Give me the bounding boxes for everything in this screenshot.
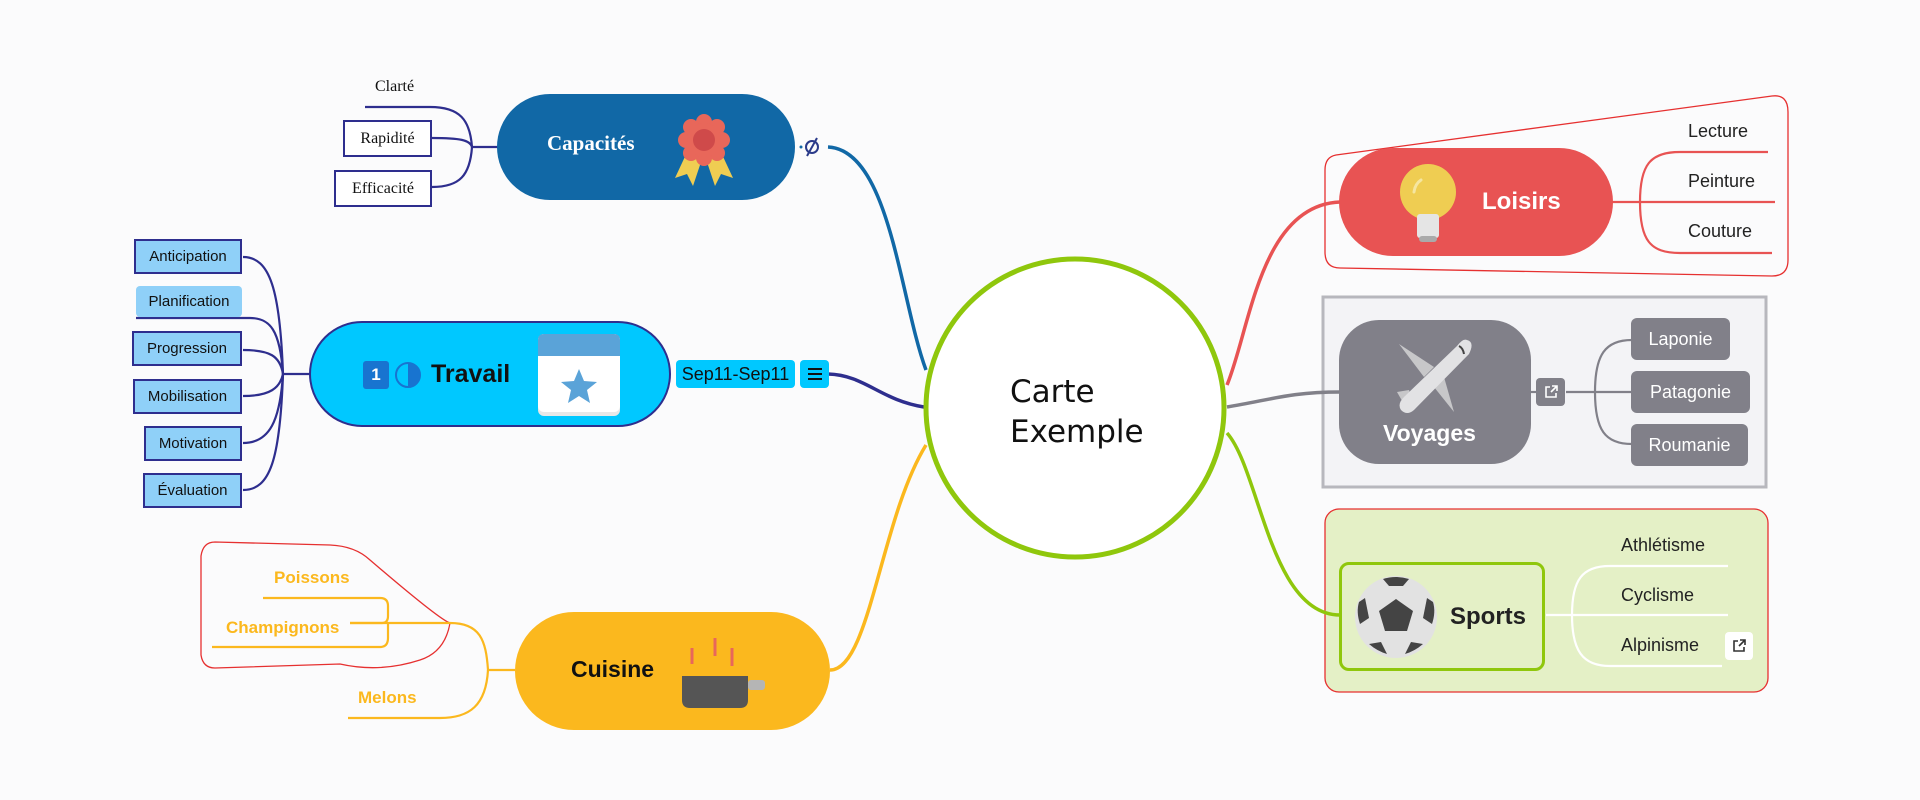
external-link-icon[interactable] [1536, 378, 1565, 406]
capacites-child-clarte[interactable]: Clarté [375, 78, 415, 95]
topic-cuisine[interactable]: Cuisine [515, 612, 830, 730]
topic-voyages-label: Voyages [1383, 420, 1476, 446]
loisirs-boundary [1324, 95, 1789, 277]
topic-capacites[interactable]: Capacités [497, 94, 795, 200]
capacites-child-lines [365, 105, 498, 189]
notes-icon[interactable] [800, 360, 829, 388]
cuisine-child-champignons[interactable]: Champignons [226, 618, 340, 637]
topic-travail-label: Travail [431, 360, 511, 388]
branch-capacites [827, 145, 928, 371]
central-topic-circle[interactable] [923, 256, 1227, 560]
cuisine-boundary [200, 541, 451, 669]
loisirs-child-couture[interactable]: Couture [1688, 221, 1753, 241]
cuisine-child-poissons[interactable]: Poissons [274, 568, 350, 587]
travail-child-planification[interactable]: Planification [136, 286, 242, 317]
branch-cuisine [829, 444, 928, 672]
branch-loisirs [1225, 200, 1341, 386]
topic-loisirs-label: Loisirs [1482, 188, 1561, 215]
topic-sports[interactable]: Sports [1339, 562, 1545, 671]
travail-child-motivation[interactable]: Motivation [144, 426, 242, 461]
voyages-child-patagonie[interactable]: Patagonie [1631, 371, 1750, 413]
topic-loisirs[interactable]: Loisirs [1339, 148, 1613, 256]
sports-child-athletisme[interactable]: Athlétisme [1621, 535, 1706, 555]
cuisine-child-melons[interactable]: Melons [358, 688, 417, 707]
calendar-star-icon [538, 334, 620, 416]
award-ribbon-icon [675, 114, 733, 186]
priority-icon: 1 [363, 361, 389, 389]
voyages-child-lines [1530, 338, 1633, 446]
sports-child-cyclisme[interactable]: Cyclisme [1621, 585, 1695, 605]
sports-child-lines [1546, 564, 1728, 668]
voyages-child-laponie[interactable]: Laponie [1631, 318, 1730, 360]
topic-travail[interactable]: 1 Travail [309, 321, 671, 427]
soccer-ball-icon [1355, 576, 1437, 658]
central-topic-line2: Exemple [1010, 414, 1144, 450]
loisirs-child-peinture[interactable]: Peinture [1688, 171, 1756, 191]
travail-child-lines [136, 255, 310, 492]
capacites-child-efficacite[interactable]: Efficacité [334, 170, 432, 207]
topic-cuisine-label: Cuisine [571, 656, 655, 682]
central-topic[interactable]: Carte Exemple [1010, 372, 1144, 452]
central-topic-line1: Carte [1010, 374, 1095, 410]
topic-capacites-label: Capacités [547, 131, 635, 155]
cuisine-child-lines [212, 596, 515, 720]
travail-child-mobilisation[interactable]: Mobilisation [133, 379, 242, 414]
topic-sports-label: Sports [1450, 603, 1527, 630]
travail-child-progression[interactable]: Progression [132, 331, 242, 366]
travail-child-evaluation[interactable]: Évaluation [143, 473, 242, 508]
loisirs-child-lines [1612, 150, 1775, 255]
unlink-icon[interactable] [798, 134, 824, 160]
alpinisme-external-link-icon[interactable] [1725, 632, 1753, 660]
sports-child-alpinisme[interactable]: Alpinisme [1621, 635, 1700, 655]
travail-child-anticipation[interactable]: Anticipation [134, 239, 242, 274]
branch-sports [1225, 431, 1341, 617]
branch-voyages [1226, 390, 1341, 409]
capacites-child-rapidite[interactable]: Rapidité [343, 120, 432, 157]
topic-voyages[interactable]: Voyages [1339, 320, 1531, 464]
date-range-badge[interactable]: Sep11-Sep11 [676, 360, 795, 388]
loisirs-child-lecture[interactable]: Lecture [1688, 121, 1749, 141]
airplane-icon [1397, 339, 1472, 413]
voyages-child-roumanie[interactable]: Roumanie [1631, 424, 1748, 466]
frying-pan-icon [682, 638, 765, 708]
half-progress-icon [395, 362, 421, 388]
lightbulb-icon [1400, 164, 1456, 242]
branch-travail [827, 372, 925, 409]
